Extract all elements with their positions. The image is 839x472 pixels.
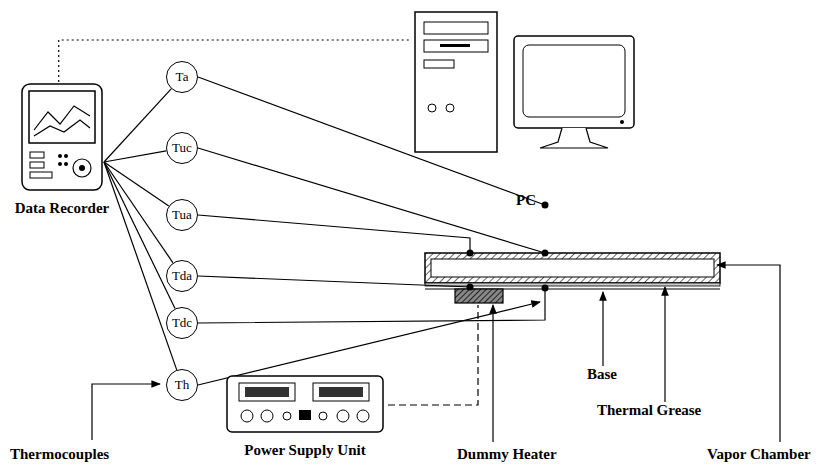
sensor-name: Th [175, 377, 189, 393]
pc-unit: PC [410, 8, 642, 209]
thermocouple-lead [104, 162, 173, 263]
leader-lines [92, 265, 780, 442]
unit-label: PC [516, 192, 536, 209]
thermocouple-lead [104, 89, 171, 162]
part-label: Thermal Grease [595, 402, 703, 419]
vapor-space [431, 259, 714, 277]
psu-unit: Power Supply Unit [225, 374, 385, 459]
part-label: Vapor Chamber [705, 446, 813, 463]
sensor-name: Tdc [172, 315, 192, 331]
thermocouple-circle: Tuc [166, 132, 198, 164]
power-wire [388, 305, 478, 405]
unit-label: Power Supply Unit [244, 442, 365, 459]
thermocouple-circle: Tua [166, 199, 198, 231]
vapor-chamber [425, 253, 720, 283]
sensor-name: Tua [172, 207, 192, 223]
thermocouple-lead [104, 162, 175, 309]
thermocouple-circle: Ta [166, 61, 198, 93]
power-supply-icon [225, 374, 385, 436]
thermocouple-circle: Tdc [166, 307, 198, 339]
thermocouple-lead [104, 162, 177, 370]
thermocouple-lead [104, 151, 166, 162]
sensor-name: Tda [172, 268, 192, 284]
thermocouple-circle: Th [166, 369, 198, 401]
measuring-points [467, 202, 549, 292]
part-label: Base [585, 366, 619, 383]
thermocouple-circle: Tda [166, 260, 198, 292]
data-link [59, 40, 410, 82]
part-label: Thermocouples [8, 446, 111, 463]
part-label: Dummy Heater [455, 446, 559, 463]
unit-label: Data Recorder [15, 200, 110, 217]
thermocouple-lead [104, 162, 169, 206]
dummy-heater [455, 289, 503, 303]
recorder-icon [20, 82, 104, 194]
sensor-name: Tuc [172, 140, 192, 156]
pc-icon [410, 8, 642, 158]
sensor-name: Ta [176, 69, 189, 85]
recorder-unit: Data Recorder [15, 82, 110, 217]
